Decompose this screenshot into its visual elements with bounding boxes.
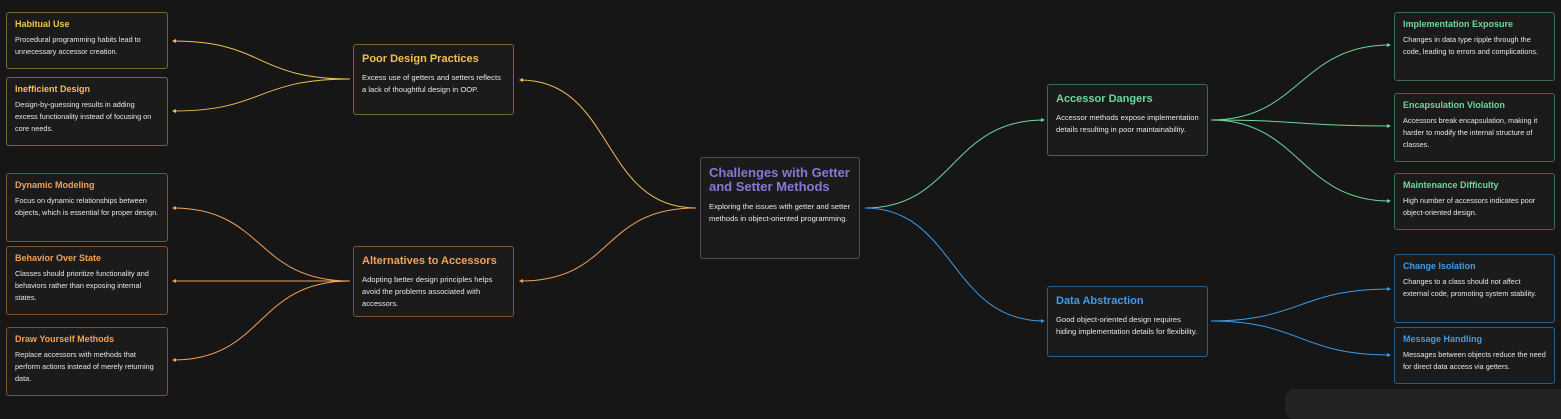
implementation-exposure-node[interactable]: Implementation Exposure Changes in data … xyxy=(1394,12,1555,81)
arrowhead xyxy=(519,78,523,82)
edge-abstraction-message xyxy=(1210,320,1391,356)
maintenance-difficulty-node[interactable]: Maintenance Difficulty High number of ac… xyxy=(1394,173,1555,230)
inefficient-design-node[interactable]: Inefficient Design Design-by-guessing re… xyxy=(6,77,168,146)
inefficient-design-desc: Design-by-guessing results in adding exc… xyxy=(15,100,152,133)
accessor-dangers-title: Accessor Dangers xyxy=(1056,93,1153,105)
arrowhead xyxy=(519,279,523,283)
accessor-dangers-desc: Accessor methods expose implementation d… xyxy=(1056,113,1199,134)
edge-center-alternatives xyxy=(519,207,697,282)
encapsulation-violation-desc: Accessors break encapsulation, making it… xyxy=(1403,116,1538,149)
dynamic-modeling-desc: Focus on dynamic relationships between o… xyxy=(15,196,159,217)
implementation-exposure-title: Implementation Exposure xyxy=(1403,19,1514,29)
arrowhead xyxy=(1041,118,1045,122)
habitual-use-title: Habitual Use xyxy=(15,19,70,29)
arrowhead xyxy=(172,206,176,210)
arrowhead xyxy=(1387,43,1391,47)
arrowhead xyxy=(1041,319,1045,323)
maintenance-difficulty-desc: High number of accessors indicates poor … xyxy=(1403,196,1536,217)
data-abstraction-node[interactable]: Data Abstraction Good object-oriented de… xyxy=(1047,286,1208,357)
corner-panel xyxy=(1285,389,1561,419)
edge-poor-inefficient xyxy=(172,78,351,112)
arrowhead xyxy=(1387,353,1391,357)
center-node-title: Challenges with Getter and Setter Method… xyxy=(709,165,850,194)
data-abstraction-title: Data Abstraction xyxy=(1056,295,1144,307)
arrowhead xyxy=(1387,124,1391,128)
edge-accessor-maintenance xyxy=(1210,119,1391,202)
data-abstraction-desc: Good object-oriented design requires hid… xyxy=(1056,315,1198,336)
draw-yourself-methods-title: Draw Yourself Methods xyxy=(15,334,115,344)
alternatives-desc: Adopting better design principles helps … xyxy=(362,275,493,308)
edge-poor-habitual xyxy=(172,40,351,80)
dynamic-modeling-title: Dynamic Modeling xyxy=(15,180,95,190)
behavior-over-state-title: Behavior Over State xyxy=(15,253,102,263)
connector-layer xyxy=(172,39,1391,362)
poor-design-node[interactable]: Poor Design Practices Excess use of gett… xyxy=(353,44,514,115)
arrowhead xyxy=(1387,199,1391,203)
edge-accessor-exposure xyxy=(1210,44,1391,121)
alternatives-title: Alternatives to Accessors xyxy=(362,255,497,267)
message-handling-title: Message Handling xyxy=(1403,334,1483,344)
behavior-over-state-node[interactable]: Behavior Over State Classes should prior… xyxy=(6,246,168,315)
edge-alt-dynamic xyxy=(172,207,351,282)
change-isolation-title: Change Isolation xyxy=(1403,261,1476,271)
message-handling-desc: Messages between objects reduce the need… xyxy=(1403,350,1546,371)
edge-abstraction-change xyxy=(1210,288,1391,322)
encapsulation-violation-title: Encapsulation Violation xyxy=(1403,100,1505,110)
implementation-exposure-desc: Changes in data type ripple through the … xyxy=(1403,35,1539,56)
change-isolation-node[interactable]: Change Isolation Changes to a class shou… xyxy=(1394,254,1555,323)
draw-yourself-methods-node[interactable]: Draw Yourself Methods Replace accessors … xyxy=(6,327,168,396)
message-handling-node[interactable]: Message Handling Messages between object… xyxy=(1394,327,1555,384)
edge-center-poor-design xyxy=(519,79,697,209)
edge-accessor-encapsulation xyxy=(1210,119,1391,127)
edge-alt-draw xyxy=(172,280,351,361)
habitual-use-node[interactable]: Habitual Use Procedural programming habi… xyxy=(6,12,168,69)
encapsulation-violation-node[interactable]: Encapsulation Violation Accessors break … xyxy=(1394,93,1555,162)
accessor-dangers-node[interactable]: Accessor Dangers Accessor methods expose… xyxy=(1047,84,1208,156)
alternatives-node[interactable]: Alternatives to Accessors Adopting bette… xyxy=(353,246,514,317)
maintenance-difficulty-title: Maintenance Difficulty xyxy=(1403,180,1499,190)
edge-center-abstraction xyxy=(864,207,1045,322)
arrowhead xyxy=(172,39,176,43)
draw-yourself-methods-desc: Replace accessors with methods that perf… xyxy=(15,350,154,383)
arrowhead xyxy=(172,109,176,113)
center-node[interactable]: Challenges with Getter and Setter Method… xyxy=(700,157,860,259)
arrowhead xyxy=(1387,287,1391,291)
poor-design-title: Poor Design Practices xyxy=(362,53,479,65)
arrowhead xyxy=(172,358,176,362)
inefficient-design-title: Inefficient Design xyxy=(15,84,91,94)
arrowhead xyxy=(172,279,176,283)
behavior-over-state-desc: Classes should prioritize functionality … xyxy=(15,269,149,302)
dynamic-modeling-node[interactable]: Dynamic Modeling Focus on dynamic relati… xyxy=(6,173,168,242)
center-node-desc: Exploring the issues with getter and set… xyxy=(709,202,850,223)
change-isolation-desc: Changes to a class should not affect ext… xyxy=(1403,277,1537,298)
edge-center-accessor xyxy=(864,119,1045,209)
poor-design-desc: Excess use of getters and setters reflec… xyxy=(362,73,501,94)
habitual-use-desc: Procedural programming habits lead to un… xyxy=(15,35,141,56)
